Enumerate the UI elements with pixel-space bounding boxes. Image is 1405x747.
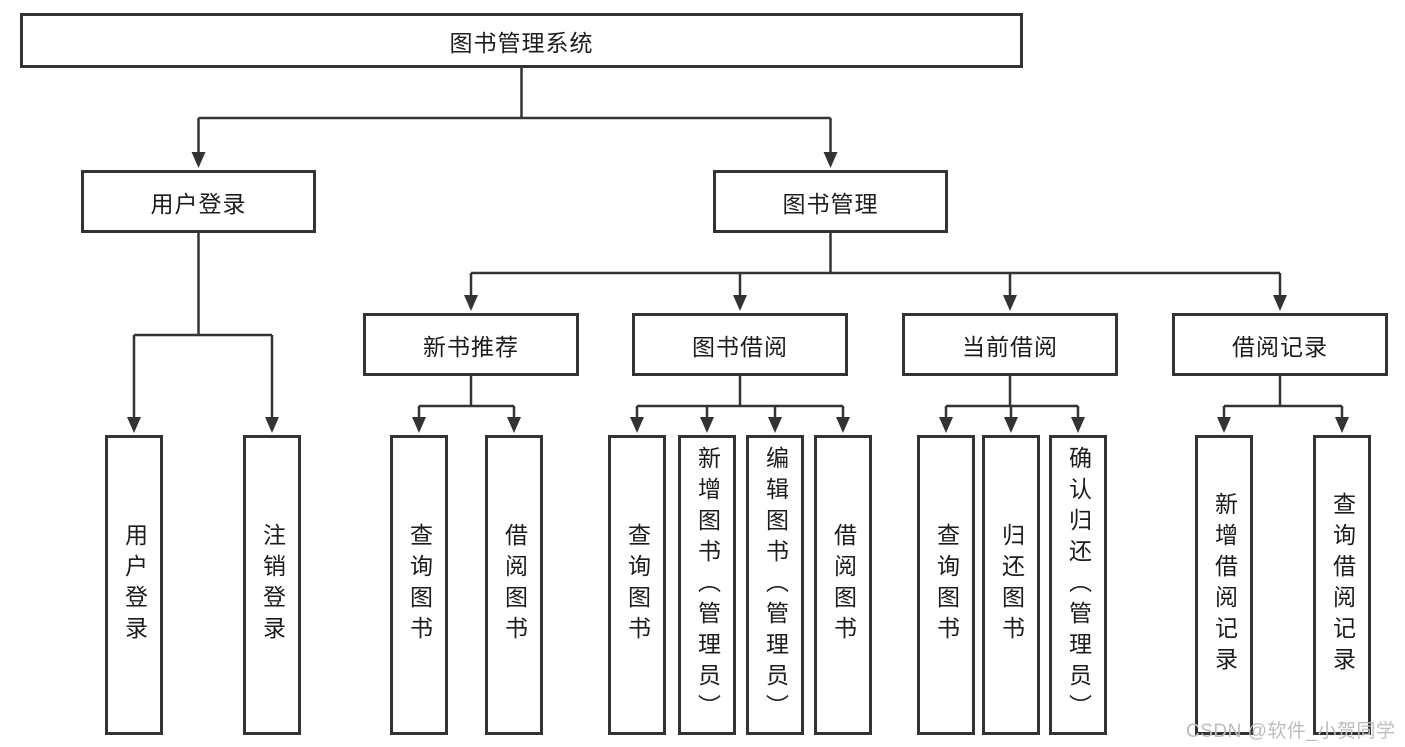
node-label: 图书借阅 [692,333,788,360]
leaf-borrow-borrow-book: 借阅图书 [814,435,872,735]
arrow-icon [823,152,838,168]
leaf-current-return-book: 归还图书 [982,435,1040,735]
arrow-icon [1217,417,1231,433]
node-label: 用户登录 [150,190,247,217]
connector-current-to-leaves [944,376,1080,419]
node-label: 查询图书 [933,523,960,647]
leaf-current-confirm-return-admin: 确认归还（管理员） [1049,435,1107,735]
arrow-icon [1273,295,1287,311]
node-label: 确认归还（管理员） [1065,445,1092,725]
node-label: 图书管理系统 [449,29,594,56]
node-label: 借阅图书 [501,523,528,647]
node-book-management: 图书管理 [713,170,948,233]
node-label: 新书推荐 [423,333,519,360]
node-label: 借阅图书 [830,523,857,647]
leaf-logout: 注销登录 [243,435,301,735]
node-label: 查询图书 [624,523,651,647]
arrow-icon [939,417,953,433]
leaf-newbook-query-book: 查询图书 [390,435,448,735]
leaf-newbook-borrow-book: 借阅图书 [485,435,543,735]
node-label: 注销登录 [259,523,286,647]
arrow-icon [836,417,850,433]
connector-record-to-leaves [1222,376,1344,419]
connector-mgmt-to-level3 [469,233,1282,297]
leaf-user-login: 用户登录 [105,435,163,735]
arrow-icon [507,417,521,433]
node-book-borrow: 图书借阅 [632,313,848,376]
arrow-icon [265,417,279,433]
connector-newbook-to-leaves [417,376,516,419]
node-current-borrow: 当前借阅 [902,313,1118,376]
arrow-icon [733,295,747,311]
node-label: 查询借阅记录 [1329,492,1356,678]
leaf-borrow-query-book: 查询图书 [608,435,666,735]
arrow-icon [464,295,478,311]
arrow-icon [1335,417,1349,433]
node-label: 图书管理 [782,190,879,217]
arrow-icon [1071,417,1085,433]
arrow-icon [1003,295,1017,311]
csdn-watermark: CSDN @软件_小贺同学 [1186,721,1396,742]
arrow-icon [127,417,141,433]
leaf-record-add-record: 新增借阅记录 [1195,435,1253,735]
arrow-icon [1004,417,1018,433]
leaf-record-query-record: 查询借阅记录 [1313,435,1371,735]
node-label: 新增图书（管理员） [694,445,721,725]
node-label: 查询图书 [406,523,433,647]
arrow-icon [191,152,206,168]
connector-borrow-to-leaves [635,376,845,419]
node-label: 编辑图书（管理员） [762,445,789,725]
leaf-current-query-book: 查询图书 [917,435,975,735]
node-label: 当前借阅 [962,333,1058,360]
node-label: 归还图书 [998,523,1025,647]
arrow-icon [630,417,644,433]
arrow-icon [768,417,782,433]
connector-root-to-level2 [197,68,832,154]
connector-login-to-leaves [132,233,274,419]
node-user-login: 用户登录 [81,170,316,233]
node-new-book-recommend: 新书推荐 [363,313,579,376]
node-label: 借阅记录 [1232,333,1328,360]
node-borrow-record: 借阅记录 [1172,313,1388,376]
node-label: 用户登录 [121,523,148,647]
arrowheads [127,152,1349,433]
leaf-borrow-edit-book-admin: 编辑图书（管理员） [746,435,804,735]
node-label: 新增借阅记录 [1211,492,1238,678]
arrow-icon [700,417,714,433]
node-root-system: 图书管理系统 [20,13,1023,68]
leaf-borrow-add-book-admin: 新增图书（管理员） [678,435,736,735]
arrow-icon [412,417,426,433]
